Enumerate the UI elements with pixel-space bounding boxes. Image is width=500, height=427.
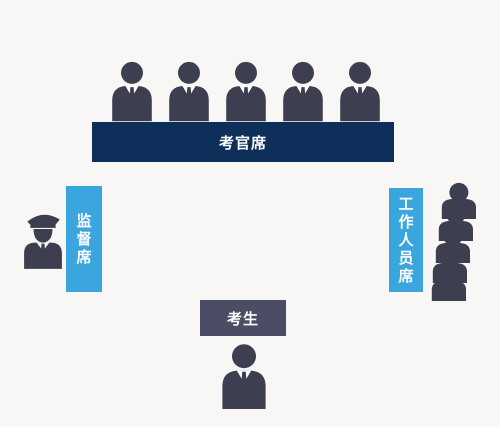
candidate-icon: [219, 343, 269, 409]
candidate-desk: 考生: [200, 300, 286, 336]
supervisor-desk-char: 督: [76, 230, 92, 248]
examiner-icon: [224, 60, 268, 122]
supervisor-desk: 监 督 席: [66, 186, 102, 292]
supervisor-desk-char: 席: [76, 248, 92, 266]
staff-group: [428, 180, 478, 305]
examiner-desk: 考官席: [92, 122, 394, 162]
staff-desk-char: 作: [398, 213, 414, 231]
staff-desk-char: 人: [398, 231, 414, 249]
examiner-icon: [110, 60, 154, 122]
examiner-desk-label: 考官席: [218, 133, 267, 152]
staff-desk: 工 作 人 员 席: [389, 188, 423, 292]
supervisor-officer-icon: [22, 205, 64, 275]
staff-desk-char: 工: [398, 195, 414, 213]
examiner-group: [110, 60, 385, 122]
supervisor-desk-char: 监: [76, 212, 92, 230]
examiner-icon: [338, 60, 382, 122]
staff-desk-char: 员: [398, 249, 414, 267]
candidate-desk-label: 考生: [226, 309, 259, 328]
staff-silhouette-icon: [428, 262, 466, 302]
examiner-icon: [167, 60, 211, 122]
examiner-icon: [281, 60, 325, 122]
staff-desk-char: 席: [398, 267, 414, 285]
